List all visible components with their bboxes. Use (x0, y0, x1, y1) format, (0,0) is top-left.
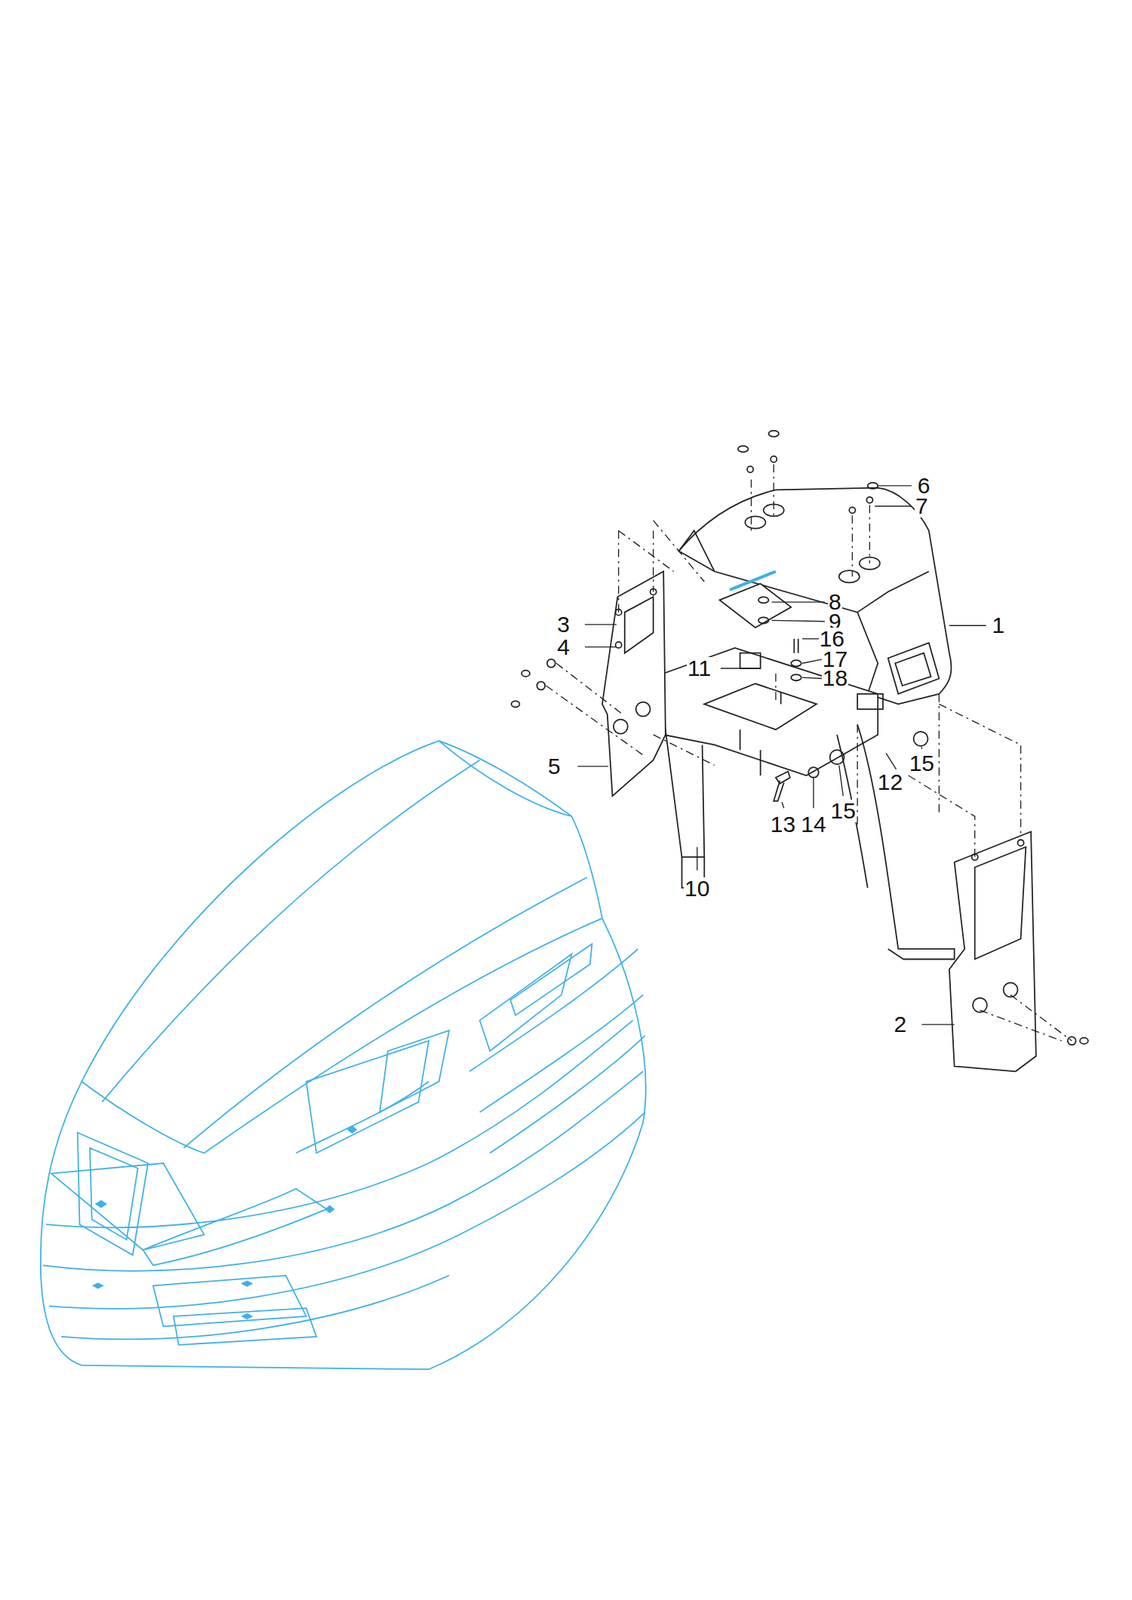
callout-number: 4 (556, 636, 571, 659)
callout-number: 11 (686, 657, 712, 680)
callout-number: 12 (876, 771, 904, 794)
callout-number: 6 (916, 474, 932, 498)
callout-number: 1 (990, 614, 1006, 637)
callout-number: 16 (818, 627, 846, 651)
callout-number: 2 (893, 1013, 908, 1037)
callout-number: 15 (908, 752, 936, 776)
hood-outline (40, 741, 646, 1370)
callout-number: 10 (683, 877, 711, 901)
callout-number: 5 (547, 755, 562, 779)
leader-lines (578, 486, 987, 1025)
hood-badges (92, 1125, 358, 1320)
callout-number: 13 (769, 813, 797, 837)
callout-number: 18 (821, 667, 849, 690)
callout-number: 3 (556, 613, 571, 637)
callout-number: 15 (830, 799, 857, 823)
dashed-assembly-lines (546, 464, 1073, 1042)
callout-number: 7 (914, 495, 929, 518)
callout-number: 14 (799, 813, 827, 837)
parts-linework (511, 430, 1089, 1072)
